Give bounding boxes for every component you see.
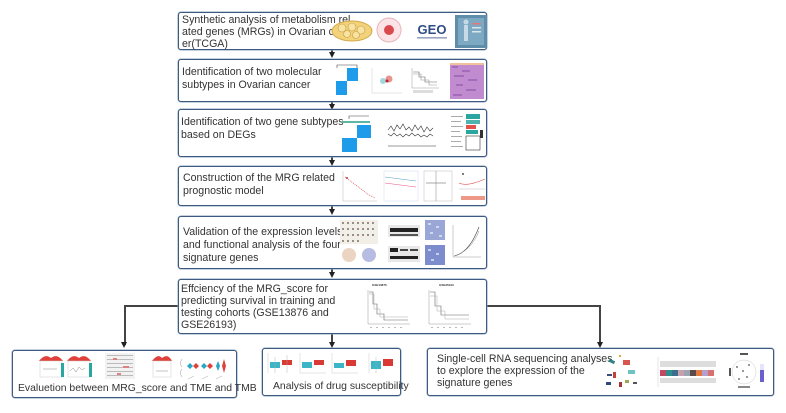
svg-text:GEO: GEO <box>418 22 447 37</box>
step-text-line: GSE26193) <box>181 319 237 331</box>
pca-scatter-icon <box>369 66 403 96</box>
connector-middle-vertical <box>331 332 333 345</box>
feature-plot-icon <box>728 352 768 392</box>
annotation-heatmap-icon <box>451 112 485 154</box>
km-curve-gse13876-icon: GSE13876 <box>364 283 412 332</box>
arrow-to-tme <box>121 342 127 348</box>
arrow-2-3 <box>328 104 335 110</box>
step-text-line: Effciency of the MRG_score for <box>181 283 328 295</box>
connector-right-vertical <box>599 305 601 345</box>
correlation-heatmap-icon <box>105 353 135 379</box>
chart-title: GSE13876 <box>372 283 387 287</box>
step-text-line: ated genes (MRGs) in Ovarian canc <box>182 26 351 38</box>
violin-plots-icon <box>178 357 230 381</box>
step-metabolism-analysis: Synthetic analysis of metabolism rel ate… <box>178 12 487 50</box>
western-blot-icon <box>387 221 421 265</box>
branch-label: Evaluetion between MRG_score and TME and… <box>18 383 257 394</box>
step-text-line: and functional analysis of the four <box>183 239 341 251</box>
arrow-3-4 <box>328 160 335 166</box>
step-validation: Validation of the expression levels and … <box>178 216 487 269</box>
boxplot-icon <box>266 351 296 377</box>
step-text-line: signature genes <box>437 377 513 389</box>
branch-label: Analysis of drug susceptibility <box>273 381 409 392</box>
boxplot-icon <box>367 351 397 377</box>
arrow-to-drug <box>328 342 335 348</box>
step-text-line: based on DEGs <box>181 129 256 141</box>
step-mrg-score-efficiency: Effciency of the MRG_score for predictin… <box>178 279 487 334</box>
branch-drug-susceptibility: Analysis of drug susceptibility <box>262 348 409 396</box>
km-curve-gse26193-icon: GSE26193 <box>425 283 473 332</box>
coefficient-path-icon <box>382 169 420 203</box>
density-plot-icon <box>37 353 65 379</box>
step-text-line: subtypes in Ovarian cancer <box>182 79 311 91</box>
branch-tme-tmb-evaluation: Evaluetion between MRG_score and TME and… <box>12 350 257 398</box>
connector-right-horizontal <box>486 305 600 307</box>
step-gene-subtypes: Identification of two gene subtypes base… <box>178 109 487 157</box>
step-text-line: Identification of two molecular <box>182 66 322 78</box>
cell-icon <box>376 17 402 43</box>
transwell-image-icon <box>425 220 445 266</box>
arrow-5-6 <box>328 272 335 278</box>
step-text-line: Synthetic analysis of metabolism rel <box>182 14 351 26</box>
step-text-line: signature genes <box>183 252 259 264</box>
growth-curve-icon <box>449 223 483 263</box>
arrow-4-5 <box>328 209 335 215</box>
step-text-line: prognostic model <box>183 185 264 197</box>
chart-title: GSE26193 <box>439 283 454 287</box>
step-text-line: predicting survival in training and <box>181 295 336 307</box>
cell-type-heatmap-icon <box>656 353 718 391</box>
consensus-matrix-icon <box>339 113 373 153</box>
connector-left-horizontal <box>124 305 178 307</box>
consensus-matrix-icon <box>335 62 361 98</box>
ihc-tissue-array-icon <box>339 219 379 267</box>
boxplot-icon <box>330 351 360 377</box>
geo-logo-icon: GEO <box>411 20 453 42</box>
step-prognostic-model: Construction of the MRG related prognost… <box>178 166 487 206</box>
step-text-line: Construction of the MRG related <box>183 172 335 184</box>
density-plot-icon <box>150 353 174 379</box>
expression-heatmap-icon <box>450 63 484 99</box>
step-text-line: Single-cell RNA sequencing analyses <box>437 353 613 365</box>
branch-scrna-seq: Single-cell RNA sequencing analyses to e… <box>427 348 774 396</box>
step-text-line: er(TCGA) <box>182 38 228 50</box>
adipose-cell-icon <box>331 17 373 43</box>
step-text-line: Identification of two gene subtypes <box>181 116 344 128</box>
step-text-line: to explore the expression of the <box>437 365 585 377</box>
lasso-plot-icon <box>339 169 379 203</box>
connector-left-vertical <box>124 305 126 345</box>
step-molecular-subtypes: Identification of two molecular subtypes… <box>178 59 487 102</box>
boxplot-icon <box>298 351 328 377</box>
density-plot-icon <box>65 353 93 379</box>
survival-curve-icon <box>409 66 441 96</box>
forest-plot-icon <box>422 169 454 203</box>
expression-boxplot-icon <box>386 118 438 150</box>
tcga-body-icon <box>455 15 487 48</box>
arrow-to-scrna <box>596 342 603 348</box>
step-text-line: testing cohorts (GSE13876 and <box>181 307 329 319</box>
step-text-line: Validation of the expression levels <box>183 226 343 238</box>
arrow-1-2 <box>328 52 335 58</box>
tsne-cluster-icon <box>603 352 643 392</box>
risk-plot-icon <box>457 169 487 203</box>
